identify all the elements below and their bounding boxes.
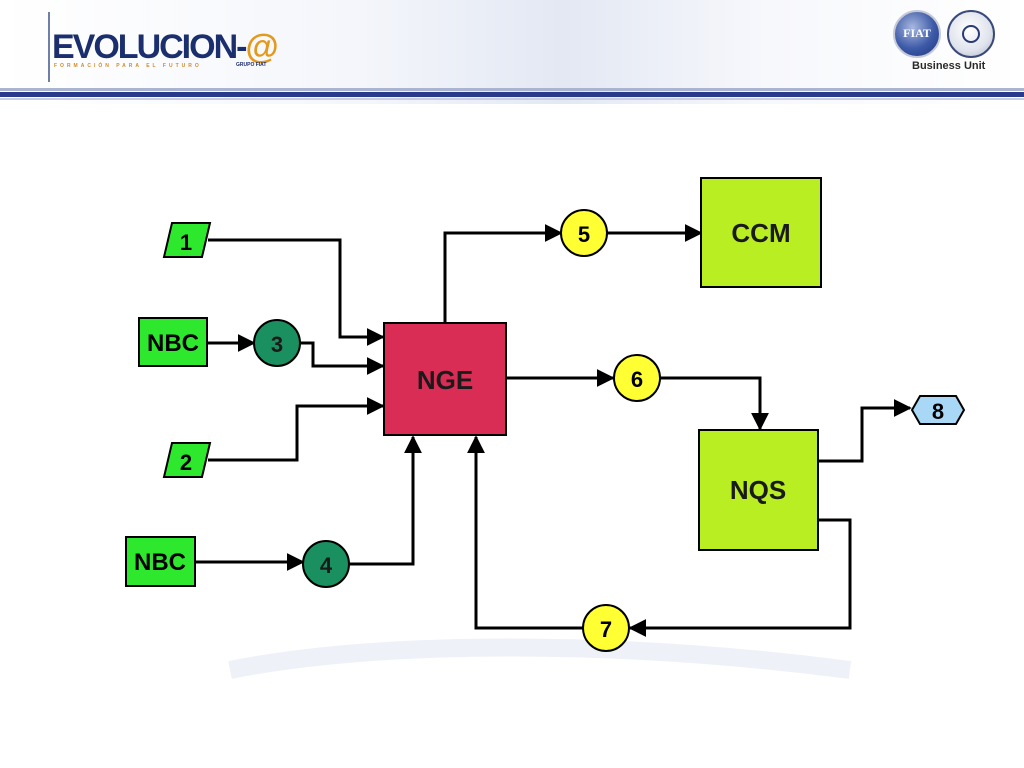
event-6-circle	[613, 354, 661, 402]
event-5: 5	[560, 209, 608, 257]
input-2-shape	[162, 442, 212, 478]
nbc-source-2: NBC	[125, 536, 196, 587]
connector-nqs-to-8	[819, 399, 912, 463]
business-unit-label: Business Unit	[912, 60, 986, 72]
nbc-source-1-box	[138, 317, 208, 367]
fiat-badge-icon: FIAT	[893, 10, 941, 58]
event-3-circle	[253, 319, 301, 367]
event-3-label: 3	[271, 332, 283, 357]
logo-at-sign: @	[245, 28, 278, 66]
output-8: 8	[910, 395, 966, 425]
process-ccm: CCM	[700, 177, 822, 288]
event-3: 3	[253, 319, 301, 367]
input-1: 1	[162, 222, 212, 258]
event-6-label: 6	[631, 367, 643, 392]
input-1-shape	[162, 222, 212, 258]
event-7-circle	[582, 604, 630, 652]
process-nqs: NQS	[698, 429, 819, 551]
connector-nge-to-5	[443, 224, 563, 322]
input-2-label: 2	[180, 450, 192, 475]
output-8-shape	[910, 395, 966, 425]
process-nge: NGE	[383, 322, 507, 436]
event-4-circle	[302, 540, 350, 588]
connector-4-to-nge	[350, 435, 422, 566]
logo-tagline: FORMACIÓN PARA EL FUTURO	[54, 63, 202, 69]
connector-7-to-nge	[467, 435, 583, 630]
event-7-label: 7	[600, 617, 612, 642]
event-7: 7	[582, 604, 630, 652]
connector-6-to-nqs	[660, 376, 769, 431]
logo-divider	[48, 12, 50, 82]
lancia-shield-icon	[962, 25, 980, 43]
process-nge-box	[383, 322, 507, 436]
connector-1-to-nge	[208, 238, 385, 346]
background-swoosh	[228, 638, 852, 679]
nbc-source-1: NBC	[138, 317, 208, 367]
connector-3-to-nge	[300, 341, 385, 375]
event-4: 4	[302, 540, 350, 588]
process-nqs-box	[698, 429, 819, 551]
nbc-source-2-label: NBC	[134, 549, 186, 576]
event-5-circle	[560, 209, 608, 257]
connector-2-to-nge	[208, 397, 385, 462]
input-1-label: 1	[180, 230, 192, 255]
nbc-source-2-box	[125, 536, 196, 587]
fiat-badge-text: FIAT	[903, 26, 931, 40]
process-nqs-label: NQS	[730, 475, 786, 505]
connectors	[195, 224, 912, 637]
logo-group: GRUPO FIAT	[236, 62, 267, 68]
nbc-source-1-label: NBC	[147, 330, 199, 357]
event-5-label: 5	[578, 222, 590, 247]
logo-main-text: EVOLUCION-	[52, 28, 247, 66]
output-8-label: 8	[932, 399, 944, 424]
process-ccm-label: CCM	[731, 218, 790, 248]
header-rule	[0, 88, 1024, 100]
lancia-badge-icon	[947, 10, 995, 58]
header-banner: EVOLUCION-@ FORMACIÓN PARA EL FUTURO GRU…	[0, 0, 1024, 104]
connector-nqs-to-7	[628, 518, 852, 637]
process-nge-label: NGE	[417, 365, 473, 395]
input-2: 2	[162, 442, 212, 478]
event-4-label: 4	[320, 553, 333, 578]
event-6: 6	[613, 354, 661, 402]
evolucion-logo: EVOLUCION-@	[52, 28, 279, 67]
process-ccm-box	[700, 177, 822, 288]
